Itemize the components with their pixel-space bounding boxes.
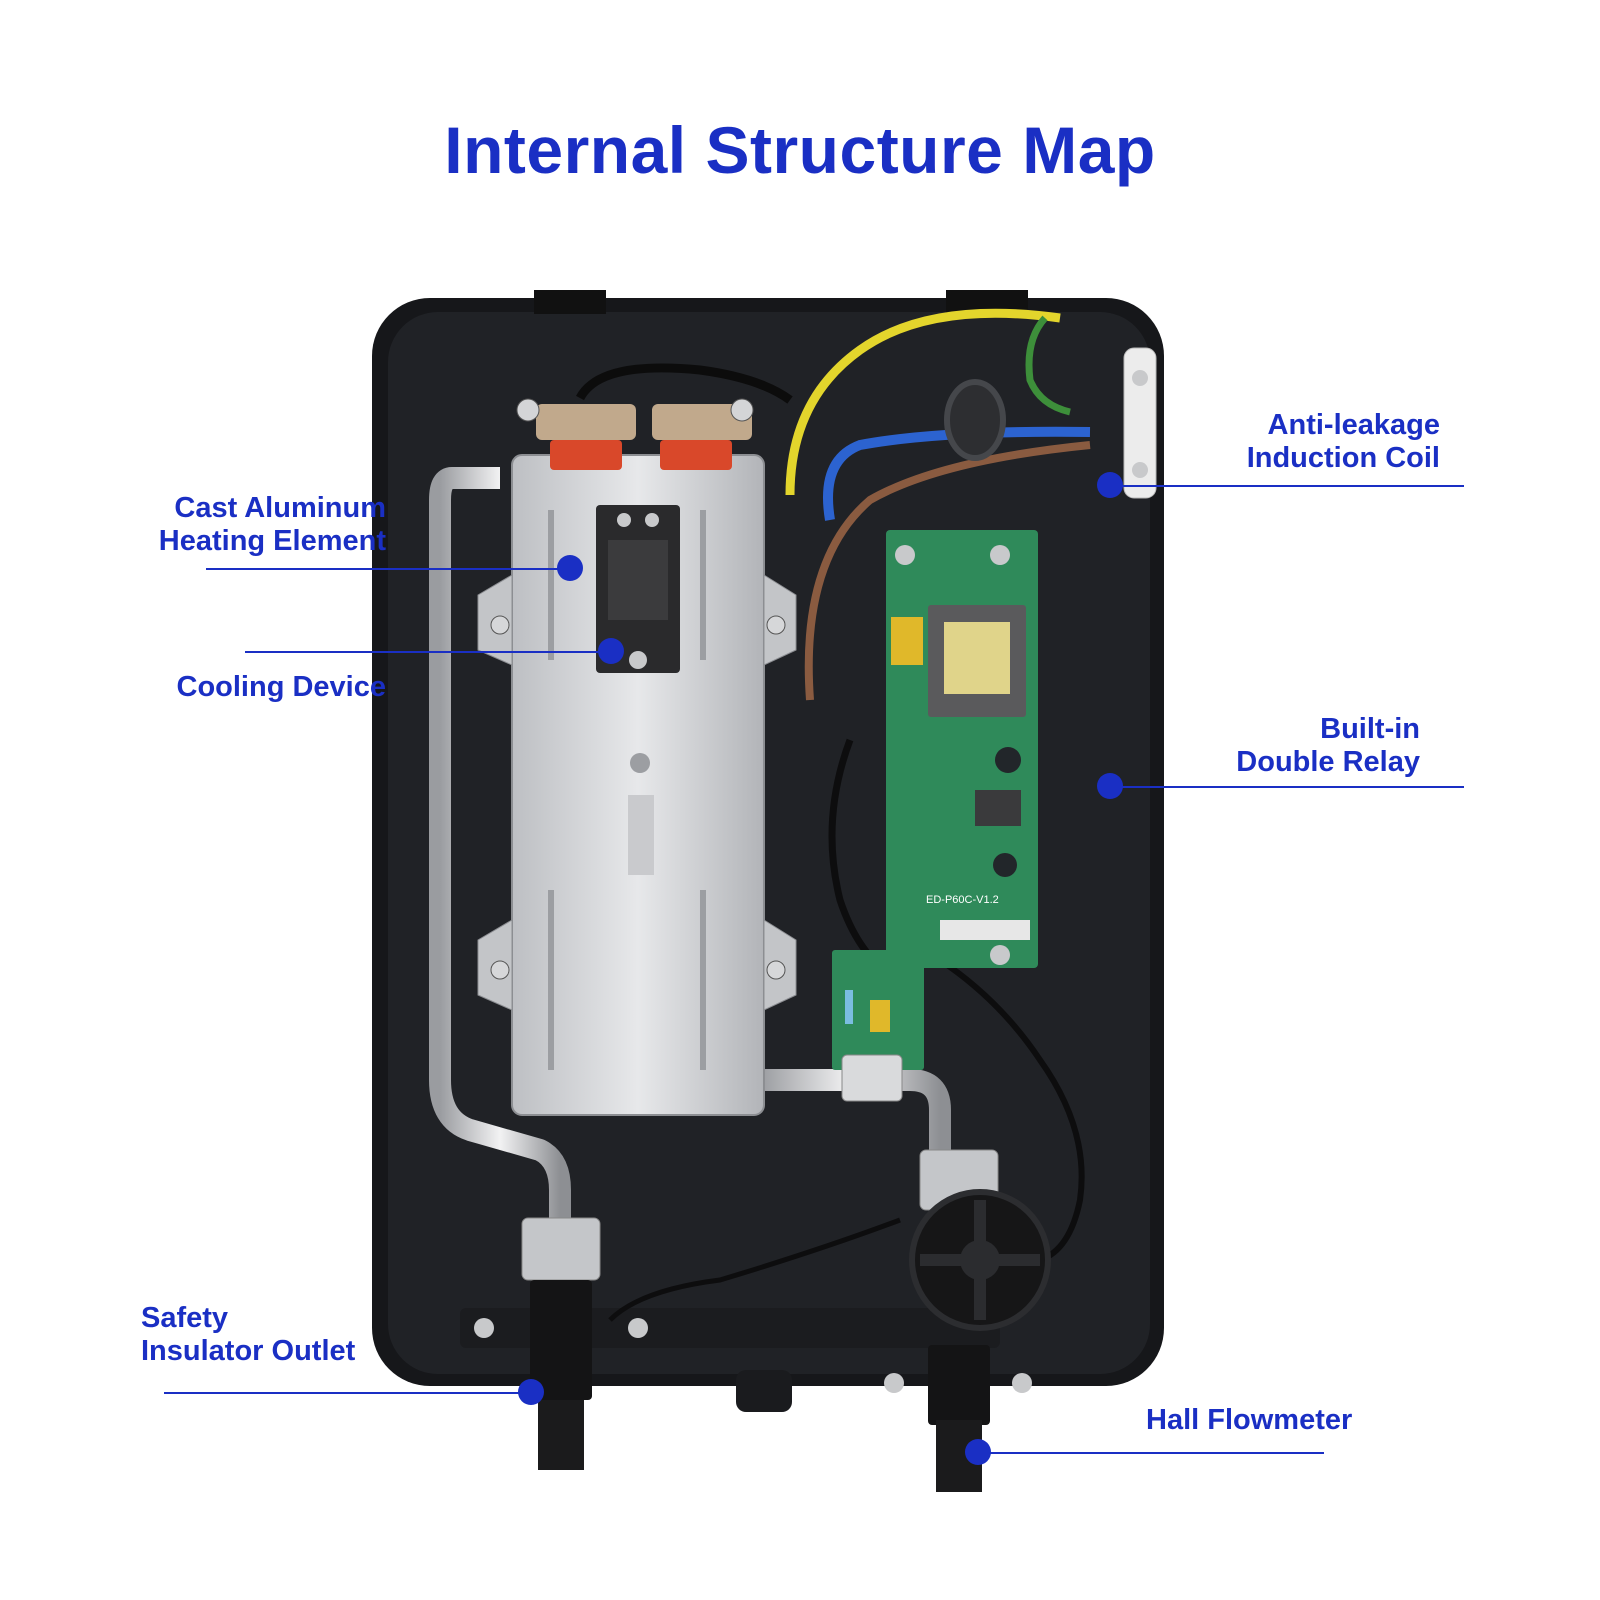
leader-line bbox=[1110, 485, 1464, 487]
page-title: Internal Structure Map bbox=[444, 113, 1156, 187]
marker-dot bbox=[1097, 773, 1123, 799]
label-built-in-double-relay: Built-in Double Relay bbox=[1140, 713, 1420, 779]
label-cast-aluminum-heating-element: Cast Aluminum Heating Element bbox=[100, 492, 386, 558]
label-line: Insulator Outlet bbox=[141, 1335, 356, 1367]
leader-line bbox=[164, 1392, 532, 1394]
label-line: Induction Coil bbox=[1246, 442, 1440, 474]
pcb-marking: ED-P60C-V1.2 bbox=[926, 894, 999, 906]
label-line: Heating Element bbox=[158, 525, 386, 557]
label-hall-flowmeter: Hall Flowmeter bbox=[1146, 1404, 1352, 1437]
label-line: Double Relay bbox=[1236, 746, 1420, 778]
label-line: Anti-leakage bbox=[1267, 409, 1440, 441]
leader-line bbox=[978, 1452, 1324, 1454]
leader-line bbox=[1110, 786, 1464, 788]
label-anti-leakage-induction-coil: Anti-leakage Induction Coil bbox=[1160, 409, 1440, 475]
label-cooling-device: Cooling Device bbox=[100, 671, 387, 704]
marker-dot bbox=[965, 1439, 991, 1465]
label-line: Built-in bbox=[1320, 713, 1420, 745]
marker-dot bbox=[1097, 472, 1123, 498]
label-line: Safety bbox=[141, 1302, 229, 1334]
label-line: Hall Flowmeter bbox=[1146, 1404, 1353, 1436]
leader-line bbox=[245, 651, 611, 653]
marker-dot bbox=[598, 638, 624, 664]
marker-dot bbox=[518, 1379, 544, 1405]
leader-line bbox=[206, 568, 570, 570]
label-safety-insulator-outlet: Safety Insulator Outlet bbox=[141, 1302, 355, 1368]
label-line: Cast Aluminum bbox=[174, 492, 386, 524]
marker-dot bbox=[557, 555, 583, 581]
label-line: Cooling Device bbox=[176, 671, 387, 703]
